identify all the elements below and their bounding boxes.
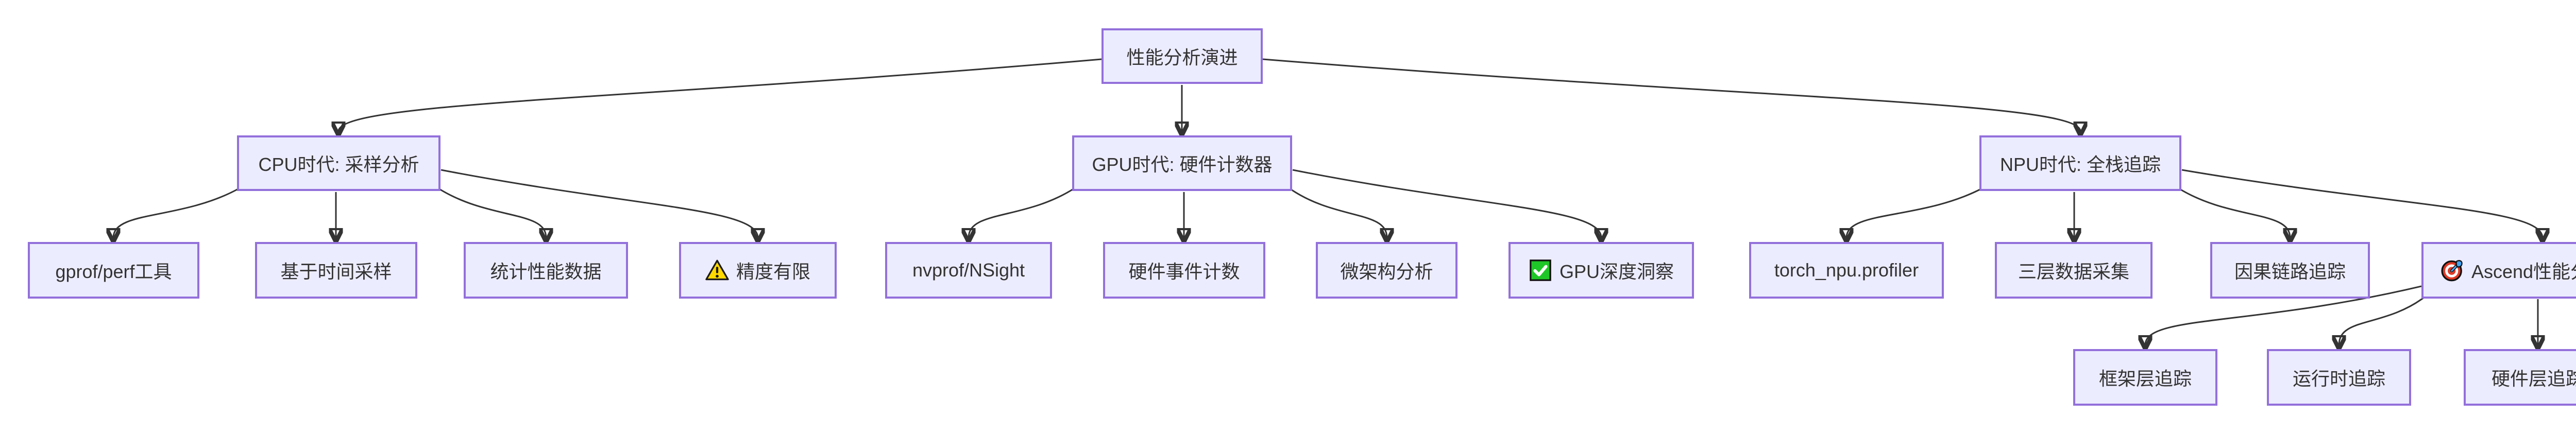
node-limited-precision-label: 精度有限 (736, 261, 810, 282)
node-hardware-trace: 硬件层追踪 (2464, 349, 2576, 406)
node-gprof-perf-label: gprof/perf工具 (55, 261, 172, 282)
edge-cpu-gprof (113, 187, 240, 238)
node-nvprof-nsight-label: nvprof/NSight (912, 259, 1025, 281)
node-three-layer-collection: 三层数据采集 (1995, 242, 2153, 299)
node-stats-data-label: 统计性能数据 (490, 261, 602, 282)
node-hw-event-count-label: 硬件事件计数 (1128, 261, 1240, 282)
node-time-sampling-label: 基于时间采样 (280, 261, 392, 282)
node-framework-trace-label: 框架层追踪 (2098, 368, 2192, 389)
node-root-label: 性能分析演进 (1126, 47, 1238, 68)
node-time-sampling: 基于时间采样 (255, 242, 417, 299)
node-nvprof-nsight: nvprof/NSight (885, 242, 1052, 299)
edge-npu-torch (1846, 187, 1982, 238)
edge-cpu-precision (440, 169, 758, 238)
edge-root-npu (1262, 58, 2080, 131)
edge-npu-causal (2178, 187, 2290, 238)
node-limited-precision: 精度有限 (679, 242, 837, 299)
node-runtime-trace-label: 运行时追踪 (2292, 368, 2385, 389)
node-hardware-trace-label: 硬件层追踪 (2491, 368, 2576, 389)
node-three-layer-collection-label: 三层数据采集 (2018, 261, 2129, 282)
edge-gpu-microarch (1289, 187, 1387, 238)
node-hw-event-count: 硬件事件计数 (1103, 242, 1265, 299)
edge-gpu-nvprof (969, 187, 1075, 238)
edge-npu-ascend (2181, 169, 2543, 238)
node-causal-tracing-label: 因果链路追踪 (2234, 261, 2346, 282)
edge-ascend-framework (2145, 285, 2422, 345)
node-ascend-core: Ascend性能分析核心 (2421, 242, 2576, 299)
node-microarch-analysis-label: 微架构分析 (1340, 261, 1433, 282)
node-ascend-core-label: Ascend性能分析核心 (2471, 261, 2576, 282)
edge-ascend-runtime (2339, 296, 2425, 345)
node-gpu-era: GPU时代: 硬件计数器 (1072, 135, 1292, 191)
node-gprof-perf: gprof/perf工具 (28, 242, 199, 299)
node-framework-trace: 框架层追踪 (2073, 349, 2217, 406)
node-torch-npu-profiler: torch_npu.profiler (1749, 242, 1944, 299)
warning-icon (705, 258, 729, 282)
edge-gpu-insight (1292, 169, 1601, 238)
node-torch-npu-profiler-label: torch_npu.profiler (1774, 259, 1919, 281)
node-npu-era: NPU时代: 全栈追踪 (1979, 135, 2181, 191)
node-npu-era-label: NPU时代: 全栈追踪 (1999, 154, 2161, 175)
check-icon (1529, 258, 1552, 282)
node-gpu-era-label: GPU时代: 硬件计数器 (1092, 154, 1273, 175)
node-gpu-insight-label: GPU深度洞察 (1559, 261, 1674, 282)
node-gpu-insight: GPU深度洞察 (1509, 242, 1694, 299)
node-cpu-era-label: CPU时代: 采样分析 (258, 154, 419, 175)
edge-root-cpu (338, 58, 1102, 131)
target-icon (2441, 258, 2464, 282)
node-root: 性能分析演进 (1101, 28, 1263, 84)
node-microarch-analysis: 微架构分析 (1316, 242, 1458, 299)
node-causal-tracing: 因果链路追踪 (2210, 242, 2370, 299)
node-cpu-era: CPU时代: 采样分析 (237, 135, 440, 191)
node-stats-data: 统计性能数据 (464, 242, 628, 299)
edge-cpu-stats (438, 187, 546, 238)
node-runtime-trace: 运行时追踪 (2267, 349, 2411, 406)
